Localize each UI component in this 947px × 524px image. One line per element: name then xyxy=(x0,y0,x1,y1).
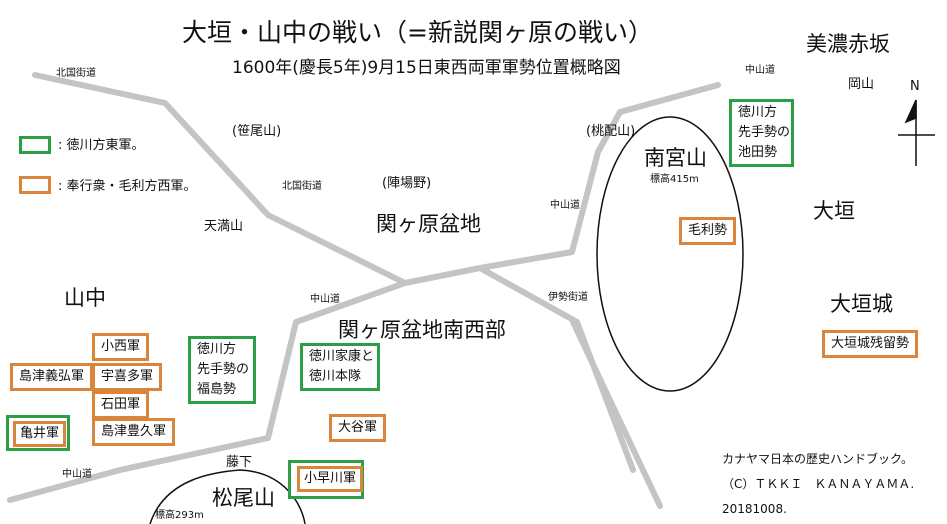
unit-line: 徳川方 xyxy=(197,342,237,357)
nakasendo-label: 中山道 xyxy=(550,200,580,211)
sekigahara-sw-label: 関ヶ原盆地南西部 xyxy=(338,318,506,342)
nakasendo-main xyxy=(402,82,721,286)
matsuoyama-label: 松尾山 xyxy=(212,486,275,510)
legend-east-label: : 徳川方東軍。 xyxy=(58,138,145,153)
unit-line: 徳川本隊 xyxy=(309,369,362,385)
legend-east-swatch xyxy=(19,136,51,154)
west-unit-kamei: 亀井軍 xyxy=(13,421,67,448)
compass-arrow xyxy=(898,99,935,166)
legend-west-label: : 奉行衆・毛利方西軍。 xyxy=(58,179,197,194)
ogaki-castle-label: 大垣城 xyxy=(830,292,893,316)
east-unit-kamei-frame: 亀井軍 xyxy=(6,415,70,451)
west-unit-kobayakawa: 小早川軍 xyxy=(297,466,364,493)
unit-line: 先手勢の xyxy=(738,125,791,141)
mino-akasaka-label: 美濃赤坂 xyxy=(806,32,890,56)
east-unit-fukushima: 徳川方 先手勢の 福島勢 xyxy=(188,336,256,405)
nakasendo-label: 中山道 xyxy=(62,469,92,480)
credit-line-3: 20181008. xyxy=(722,502,787,516)
west-unit-ishida: 石田軍 xyxy=(92,391,150,420)
unit-line: 徳川家康と xyxy=(309,349,375,364)
east-unit-kobayakawa: 小早川軍 xyxy=(288,460,364,499)
okayama-label: 岡山 xyxy=(848,77,875,92)
unit-line: 福島勢 xyxy=(197,382,237,398)
west-unit-ogaki-garrison: 大垣城残留勢 xyxy=(822,330,919,359)
yamanaka-label: 山中 xyxy=(64,286,106,310)
fujishita-label: 藤下 xyxy=(226,455,253,470)
west-unit-shimazu-toyohisa: 島津豊久軍 xyxy=(92,418,176,447)
map-subtitle: 1600年(慶長5年)9月15日東西両軍軍勢位置概略図 xyxy=(232,58,621,78)
matsuoyama-outline xyxy=(149,469,306,524)
nakasendo-label: 中山道 xyxy=(745,65,775,76)
unit-line: 徳川方 xyxy=(738,105,778,120)
nangusan-height-label: 標高415m xyxy=(650,174,699,185)
hokkoku-road-label: 北国街道 xyxy=(56,68,96,79)
nakasendo-west xyxy=(7,280,408,503)
momokubariyama-label: (桃配山) xyxy=(586,124,636,139)
west-unit-otani: 大谷軍 xyxy=(329,414,387,443)
jinbano-label: (陣場野) xyxy=(382,176,432,191)
map-title: 大垣・山中の戦い（=新説関ヶ原の戦い） xyxy=(182,18,653,47)
sasaoyama-label: (笹尾山) xyxy=(232,124,282,139)
east-unit-ieyasu: 徳川家康と 徳川本隊 xyxy=(300,343,380,392)
unit-line: 池田勢 xyxy=(738,145,778,161)
west-unit-konishi: 小西軍 xyxy=(92,333,150,362)
west-unit-shimazu-yoshihiro: 島津義弘軍 xyxy=(10,363,94,392)
credit-line-2: （C）ＴＫＫＩ ＫＡＮＡＹＡＭＡ. xyxy=(722,477,915,491)
nakasendo-label: 中山道 xyxy=(310,294,340,305)
hokkoku-road-label: 北国街道 xyxy=(282,181,322,192)
matsuoyama-height-label: 標高293m xyxy=(155,510,204,521)
east-unit-ikeda: 徳川方 先手勢の 池田勢 xyxy=(729,99,794,168)
legend-west-swatch xyxy=(19,176,51,194)
west-unit-ukita: 宇喜多軍 xyxy=(92,363,163,392)
ise-road-branch xyxy=(570,319,663,509)
ise-road-label: 伊勢街道 xyxy=(548,292,588,303)
unit-line: 先手勢の xyxy=(197,362,250,378)
west-unit-mori: 毛利勢 xyxy=(679,217,737,246)
nangusan-label: 南宮山 xyxy=(644,146,707,170)
north-label: N xyxy=(910,79,920,94)
ogaki-label: 大垣 xyxy=(813,199,855,223)
ise-road xyxy=(477,265,636,473)
tenmanyama-label: 天満山 xyxy=(204,219,244,234)
credit-line-1: カナヤマ日本の歴史ハンドブック。 xyxy=(722,452,914,466)
nangusan-outline xyxy=(596,116,744,392)
sekigahara-label: 関ヶ原盆地 xyxy=(376,212,481,236)
hokkoku-road-west xyxy=(32,72,408,286)
